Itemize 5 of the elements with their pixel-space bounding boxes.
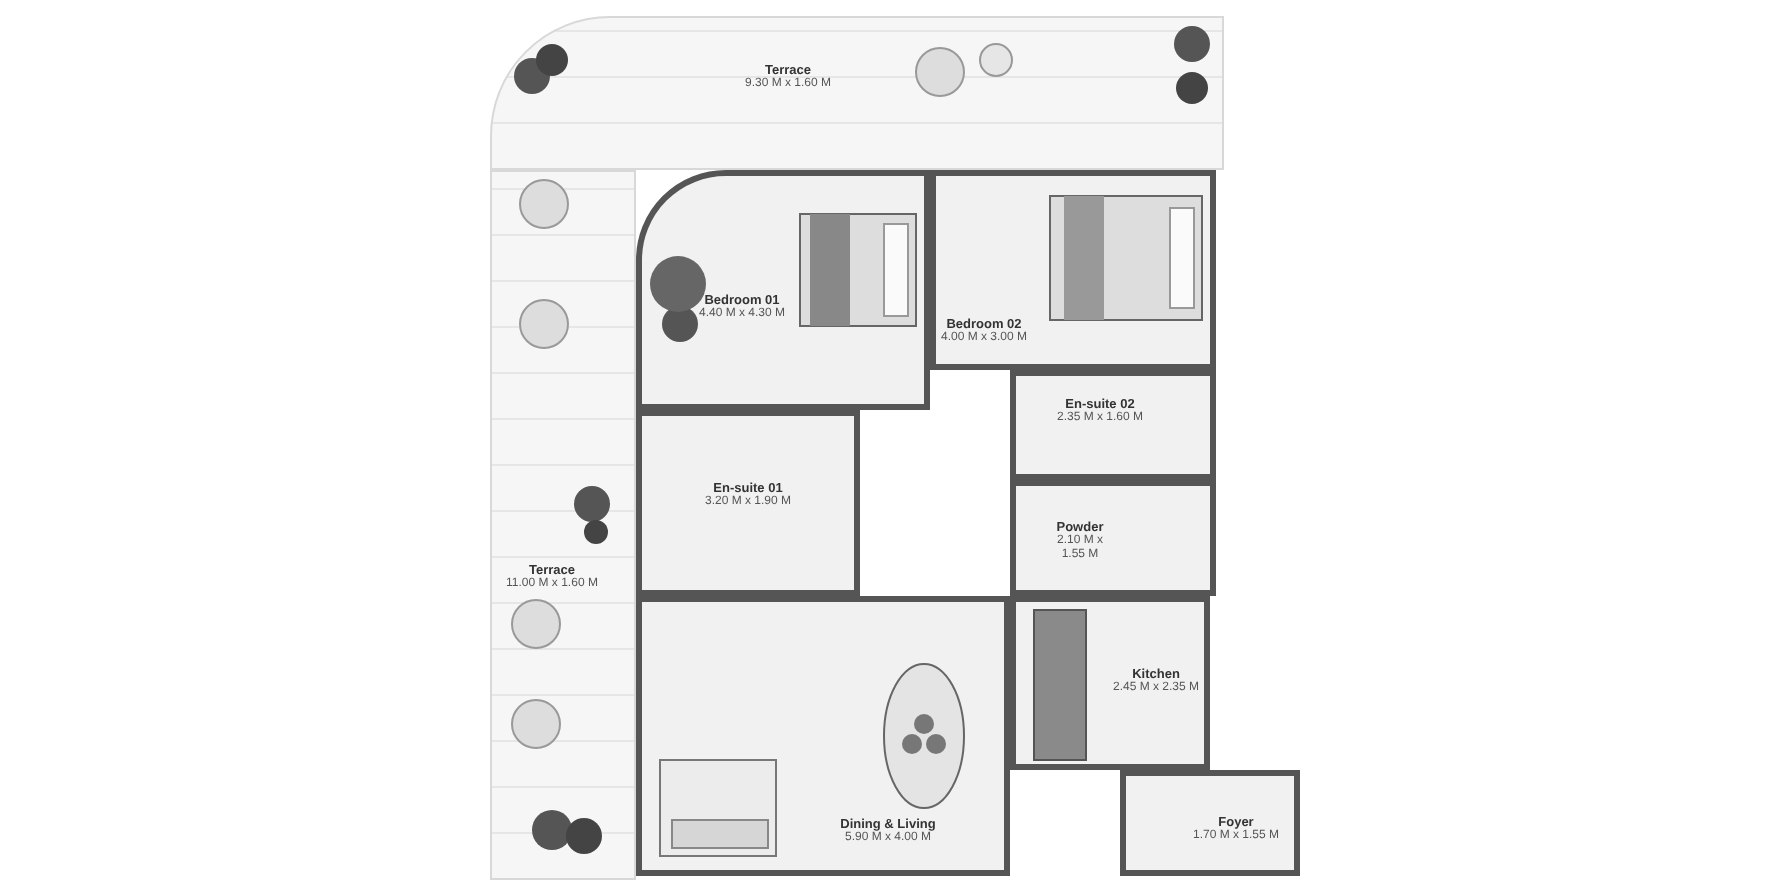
room-outline	[1010, 370, 1216, 480]
terrace-area	[490, 16, 1224, 170]
room-outline	[1120, 770, 1300, 876]
room-outline	[636, 410, 860, 596]
room-outline	[1010, 480, 1216, 596]
